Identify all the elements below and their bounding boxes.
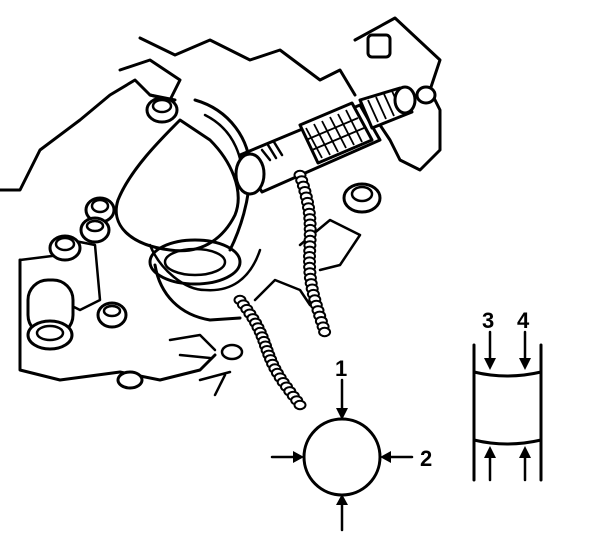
callout-2: 2 [420, 446, 432, 471]
measurement-arrow [484, 446, 496, 482]
bolt-boss [145, 96, 179, 124]
chain-bead [318, 326, 332, 338]
journal-side-view [472, 330, 543, 482]
measurement-arrow [380, 451, 414, 463]
bolt-boss [79, 216, 111, 244]
bolt-boss [342, 182, 382, 214]
bolt-boss [96, 301, 128, 329]
measurement-arrow [519, 330, 531, 370]
bolt-boss [116, 370, 144, 390]
chain-bead [293, 399, 307, 411]
cylinder-port [26, 278, 75, 351]
micrometer-tool [234, 16, 442, 196]
measurement-arrow [519, 446, 531, 482]
measurement-arrow [484, 330, 496, 370]
measurement-arrow [270, 451, 304, 463]
callout-4: 4 [517, 308, 530, 333]
engine-block-illustration [0, 36, 382, 397]
callout-1: 1 [335, 356, 347, 381]
callout-3: 3 [482, 308, 494, 333]
bolt-boss [48, 234, 82, 262]
bead-chain [293, 169, 332, 338]
bead-chain [233, 294, 307, 411]
measurement-arrow [336, 378, 348, 420]
measurement-arrow [336, 494, 348, 532]
journal-cross-section [270, 378, 414, 532]
